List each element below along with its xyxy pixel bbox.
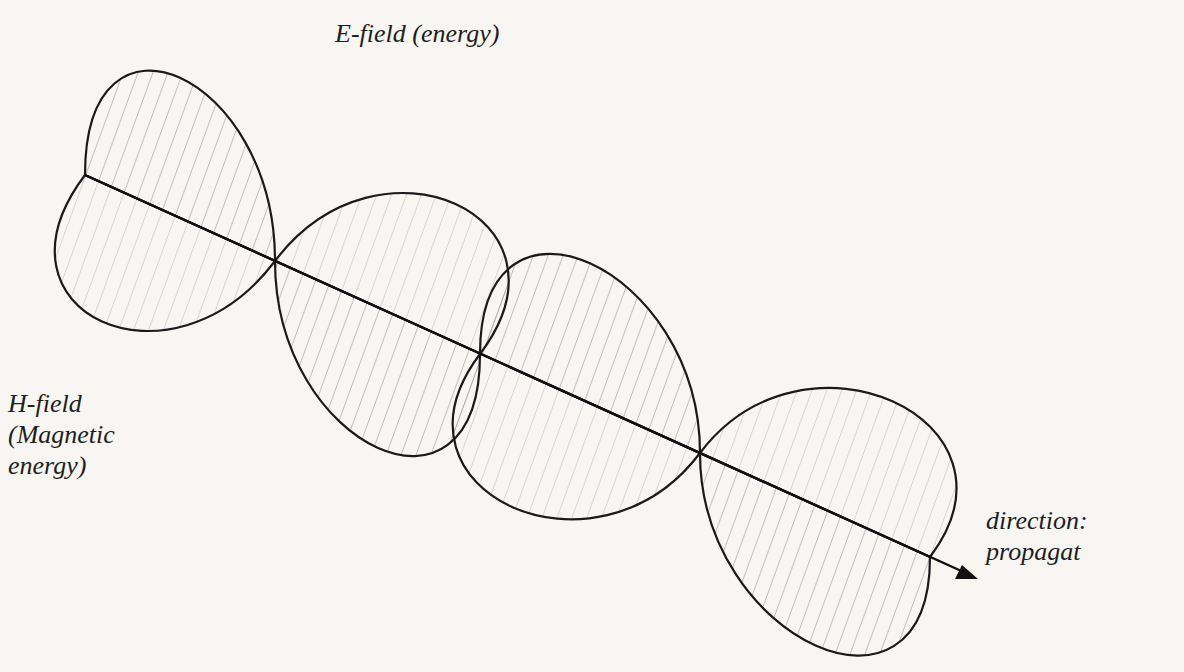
direction-label: direction: propagat xyxy=(986,505,1166,567)
propagation-axis xyxy=(85,175,968,574)
e-field-wave xyxy=(85,71,930,656)
field-label: H-field (Magnetic energy) xyxy=(8,388,158,482)
arrow-head xyxy=(955,565,978,579)
field-label: E-field (energy) xyxy=(335,18,499,49)
